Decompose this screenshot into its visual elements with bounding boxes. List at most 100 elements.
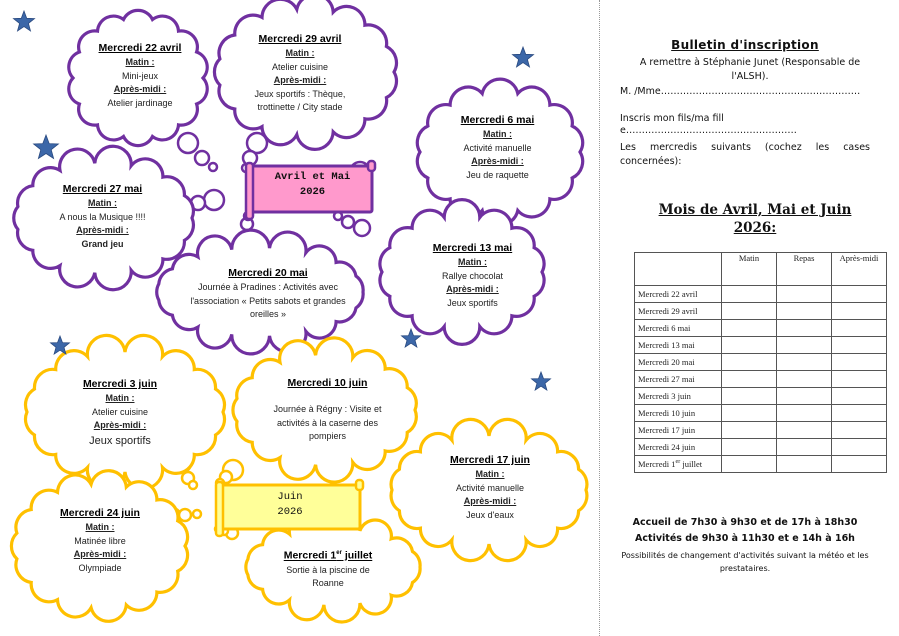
date-cell: Mercredi 3 juin [634,387,722,405]
thought-bubble [191,508,203,520]
matin-activity: Activité manuelle [463,142,532,153]
star-icon [400,327,422,349]
checkbox-cell[interactable] [831,438,887,456]
cloud-3-juin: Mercredi 3 juin Matin : Atelier cuisine … [65,376,175,449]
star-icon [49,334,71,356]
cloud-title: Mercredi 24 juin [60,507,140,519]
table-row: Mercredi 22 avril [634,285,887,303]
apres-midi-label: Après-midi : [76,225,129,235]
column-header: Après-midi [831,252,887,286]
apres-midi-activity: Jeux sportifs : Thèque, trottinette / Ci… [254,88,346,113]
checkbox-cell[interactable] [776,370,832,388]
checkbox-cell[interactable] [776,319,832,337]
date-cell: Mercredi 22 avril [634,285,722,303]
table-row: Mercredi 1er juillet [634,455,887,473]
scroll-roll [366,159,377,173]
checkbox-cell[interactable] [776,353,832,371]
checkbox-cell[interactable] [721,438,777,456]
matin-label: Matin : [105,393,135,403]
thought-bubble [202,188,226,212]
checkbox-cell[interactable] [721,302,777,320]
thought-bubble [193,149,211,167]
table-row: Mercredi 3 juin [634,387,887,405]
scroll-roll [354,478,365,492]
apres-midi-activity: Jeux sportifs [89,434,151,447]
checkbox-cell[interactable] [776,302,832,320]
checkbox-cell[interactable] [721,455,777,473]
checkbox-cell[interactable] [721,404,777,422]
date-cell: Mercredi 29 avril [634,302,722,320]
checkbox-cell[interactable] [776,285,832,303]
checkbox-cell[interactable] [831,404,887,422]
day-activity: Journée à Pradines : Activités avec l'as… [190,282,346,319]
cloud-shape [23,333,227,491]
table-row: Mercredi 29 avril [634,302,887,320]
checkbox-cell[interactable] [831,285,887,303]
cloud-title: Mercredi 10 juin [287,377,368,389]
checkbox-cell[interactable] [831,455,887,473]
checkbox-cell[interactable] [776,455,832,473]
thought-bubble [340,214,356,230]
cloud-shape [12,144,196,292]
checkbox-cell[interactable] [831,302,887,320]
thought-bubble [177,507,193,523]
checkbox-cell[interactable] [776,336,832,354]
apres-midi-activity: Jeux sportifs [447,297,498,308]
matin-label: Matin : [285,48,315,58]
checkbox-cell[interactable] [776,387,832,405]
child-name-field[interactable]: Inscris mon fils/ma fille………………………………………… [620,113,797,136]
table-row: Mercredi 27 mai [634,370,887,388]
checkbox-cell[interactable] [721,421,777,439]
checkbox-cell[interactable] [721,387,777,405]
cloud-title: Mercredi 22 avril [98,42,182,54]
matin-activity: Atelier cuisine [91,406,149,417]
checkbox-cell[interactable] [721,353,777,371]
cloud-shape [67,8,209,148]
checkbox-cell[interactable] [721,285,777,303]
apres-midi-label: Après-midi : [113,84,167,94]
banner-line2: 2026 [299,186,326,198]
column-header: Repas [776,252,832,286]
matin-label: Matin : [88,198,117,208]
cloud-13-mai: Mercredi 13 mai Matin : Rallye chocolat … [420,240,525,310]
checkbox-cell[interactable] [831,336,887,354]
cloud-title: Mercredi 20 mai [228,267,308,279]
checkbox-cell[interactable] [776,404,832,422]
date-cell: Mercredi 20 mai [634,353,722,371]
checkbox-cell[interactable] [831,421,887,439]
parent-name-field[interactable]: M. /Mme……………………………………………………… [620,86,861,97]
date-end: juillet [680,459,703,469]
checkbox-cell[interactable] [831,387,887,405]
checkbox-cell[interactable] [721,370,777,388]
months-title: Mois de Avril, Mai et Juin 2026: [658,202,852,236]
cloud-title: Mercredi 6 mai [460,114,535,126]
matin-activity: A nous la Musique !!!! [59,211,146,222]
cloud-29-avril: Mercredi 29 avril Matin : Atelier cuisin… [245,31,355,115]
date-cell: Mercredi 6 mai [634,319,722,337]
cloud-title: Mercredi 13 mai [432,242,513,254]
checkbox-cell[interactable] [831,353,887,371]
table-row: Mercredi 13 mai [634,336,887,354]
matin-activity: Rallye chocolat [441,270,504,281]
table-row: Mercredi 10 juin [634,404,887,422]
title-sup: er [336,550,342,556]
cloud-shape [244,510,422,624]
star-icon [511,45,535,68]
day-activity: Journée à Régny : Visite et activités à … [273,404,382,441]
date-main: Mercredi 1 [638,459,676,469]
scroll-roll [214,480,225,538]
form-subtitle: A remettre à Stéphanie Junet (Responsabl… [639,57,861,82]
checkbox-cell[interactable] [721,319,777,337]
checkbox-cell[interactable] [831,319,887,337]
thought-bubble [207,161,219,173]
matin-label: Matin : [475,469,505,479]
apres-midi-activity: Olympiade [78,562,122,573]
checkbox-cell[interactable] [776,421,832,439]
checkbox-cell[interactable] [776,438,832,456]
checkbox-cell[interactable] [831,370,887,388]
checkbox-cell[interactable] [721,336,777,354]
cloud-title: Mercredi 27 mai [62,183,143,195]
date-cell: Mercredi 24 juin [634,438,722,456]
cloud-27-mai: Mercredi 27 mai Matin : A nous la Musiqu… [40,181,165,251]
